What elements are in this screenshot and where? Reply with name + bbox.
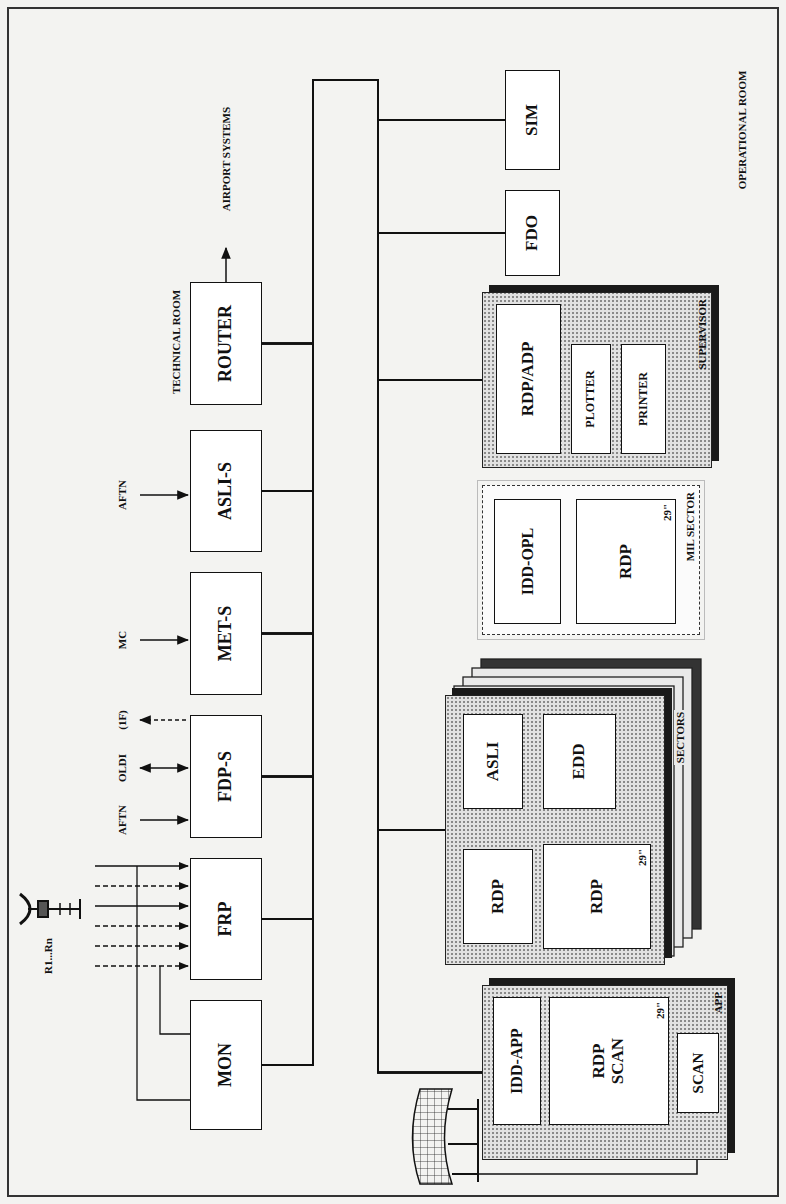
sim-box: SIM: [505, 70, 560, 170]
box-label: SCAN: [690, 1053, 707, 1094]
annotation-label: MC: [116, 630, 128, 650]
radar-tower: [20, 894, 80, 924]
annotation-label: AFTN: [116, 479, 128, 511]
box-label: MON: [216, 1043, 236, 1087]
rdp-display: RDP 29": [576, 499, 676, 624]
annotation-label: AIRPORT SYSTEMS: [220, 106, 232, 212]
rdp-display: RDP: [463, 849, 533, 944]
bus-line: [262, 777, 313, 920]
rdp-scan-display: RDP SCAN 29": [549, 997, 669, 1125]
bus-line: [262, 80, 445, 1065]
asli-server-box: ASLI-S: [190, 430, 262, 552]
box-label: PRINTER: [637, 372, 650, 426]
bus-line: [262, 634, 313, 777]
bus-line: [262, 344, 313, 920]
rdp-adp-display: RDP/ADP: [496, 304, 561, 454]
box-label: FDO: [523, 215, 542, 251]
bus-line: [262, 80, 505, 491]
app-position: APP IDD-APP RDP SCAN 29" SCAN: [482, 985, 728, 1160]
annotation-label: TECHNICAL ROOM: [170, 289, 182, 395]
bus-line: [262, 80, 445, 830]
bus-line: [262, 344, 313, 1066]
bus-line: [262, 80, 505, 777]
box-label: ROUTER: [216, 305, 236, 382]
box-label: FDP-S: [216, 751, 236, 802]
bus-line: [262, 80, 505, 634]
bus-line: [262, 80, 445, 919]
bus-line: [262, 80, 505, 344]
box-label: RDP: [617, 544, 636, 579]
box-label: MET-S: [216, 606, 236, 661]
screen-size: 29": [661, 504, 673, 521]
bus-line: [262, 919, 313, 1065]
bus-line: [262, 80, 505, 634]
box-label: RDP: [588, 879, 607, 914]
bus-line: [262, 80, 505, 344]
bus-line: [262, 80, 482, 491]
sectors-position: SECTORSRDPASLIRDP29"EDD: [445, 695, 665, 965]
edd-box: EDD: [543, 714, 616, 809]
frp-box: FRP: [190, 858, 262, 980]
bus-line: [262, 80, 445, 830]
bus-line: [262, 80, 482, 634]
box-label: EDD: [570, 744, 589, 780]
bus-line: [262, 491, 313, 1065]
bus-line: [262, 344, 313, 492]
group-label: APP: [712, 992, 724, 1013]
scan-box: SCAN: [677, 1033, 719, 1113]
box-label: SIM: [523, 104, 542, 136]
bus-line: [262, 80, 505, 777]
box-label: RDP: [489, 879, 508, 914]
group-label: MIL SECTOR: [684, 492, 696, 561]
bus-line: [262, 80, 482, 380]
bus-line: [262, 80, 445, 830]
mil-sector-position: MIL SECTOR IDD-OPL RDP 29": [482, 485, 700, 635]
bus-line: [262, 344, 313, 634]
annotation-label: AFTN: [116, 804, 128, 836]
box-label: IDD-OPL: [519, 528, 537, 596]
idd-box: IDD-OPL: [494, 499, 561, 624]
bus-line: [262, 634, 313, 1066]
annotation-label: (1F): [116, 709, 128, 731]
bus-line: [262, 344, 313, 777]
box-label: IDD-APP: [508, 1028, 526, 1094]
annotation-label: R1...Rn: [42, 937, 54, 975]
plotter-box: PLOTTER: [571, 344, 611, 454]
group-label: SUPERVISOR: [696, 299, 708, 370]
box-label: PLOTTER: [584, 370, 597, 427]
box-label: RDP SCAN: [590, 1038, 627, 1084]
box-label: RDP/ADP: [519, 342, 538, 417]
box-label: ASLI: [484, 742, 503, 782]
group-label: SECTORS: [674, 710, 686, 765]
fdp-box: FDP-S: [190, 715, 262, 838]
annotation-label: OPERATIONAL ROOM: [736, 70, 748, 191]
bus-line: [262, 80, 445, 830]
idd-box: IDD-APP: [493, 997, 541, 1125]
met-box: MET-S: [190, 572, 262, 695]
bus-line: [262, 491, 313, 919]
bus-line: [262, 80, 505, 491]
bus-line: [262, 491, 313, 634]
page-frame: [8, 8, 778, 1196]
rdp-display: RDP 29": [543, 844, 651, 949]
screen-size: 29": [636, 849, 648, 866]
router-box: ROUTER: [190, 282, 262, 405]
bus-line: [262, 80, 482, 777]
box-label: ASLI-S: [216, 462, 236, 520]
printer-box: PRINTER: [621, 344, 666, 454]
screen-size: 29": [654, 1002, 666, 1019]
box-label: FRP: [216, 902, 236, 937]
supervisor-position: SUPERVISOR RDP/ADP PLOTTER PRINTER: [482, 292, 712, 468]
fdo-box: FDO: [505, 190, 560, 276]
bus-line: [262, 777, 313, 1066]
mon-box: MON: [190, 1000, 262, 1130]
annotation-label: OLDI: [116, 753, 128, 783]
radar-inputs: [95, 866, 190, 1100]
asli-box: ASLI: [463, 714, 523, 809]
bus-line: [378, 120, 505, 233]
